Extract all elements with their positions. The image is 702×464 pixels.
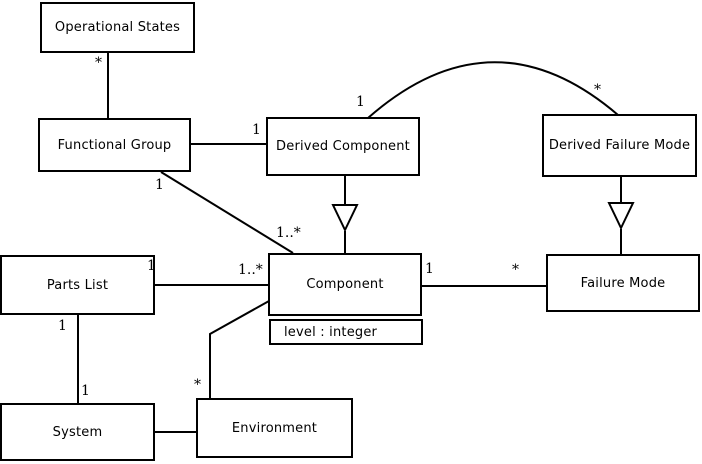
multiplicity-parts-list-end: 1 — [147, 258, 156, 274]
class-failure-mode-label: Failure Mode — [580, 275, 666, 291]
class-environment: Environment — [196, 398, 353, 458]
class-failure-mode: Failure Mode — [546, 254, 700, 312]
class-parts-list-label: Parts List — [46, 277, 109, 293]
generalization-triangle-derived-failure-mode — [607, 202, 635, 231]
class-environment-label: Environment — [231, 420, 318, 436]
class-operational-states: Operational States — [40, 2, 195, 53]
multiplicity-derived-component-arc-end: 1 — [356, 94, 365, 110]
class-functional-group: Functional Group — [38, 118, 191, 172]
class-component-attributes: level : integer — [269, 319, 423, 345]
multiplicity-component-end-from-parts-list: 1..* — [238, 262, 263, 278]
multiplicity-functional-group-derived-component: 1 — [252, 122, 261, 138]
multiplicity-component-end-to-failure-mode: 1 — [425, 261, 434, 277]
multiplicity-failure-mode-end: * — [512, 262, 519, 278]
multiplicity-parts-list-end-to-system: 1 — [58, 318, 67, 334]
class-system: System — [0, 403, 155, 461]
connector-derived-component-derived-failure-mode-arc — [367, 61, 619, 119]
class-derived-component-label: Derived Component — [276, 139, 410, 154]
connector-component-environment — [209, 300, 270, 399]
multiplicity-operational-states-end: * — [95, 55, 102, 71]
multiplicity-derived-failure-mode-arc-end: * — [594, 82, 601, 98]
multiplicity-functional-group-end: 1 — [155, 177, 164, 193]
class-component: Component — [268, 253, 422, 316]
multiplicity-component-end-from-functional-group: 1..* — [276, 225, 301, 241]
class-system-label: System — [52, 424, 103, 440]
class-derived-component: Derived Component — [266, 117, 420, 176]
class-functional-group-label: Functional Group — [57, 137, 172, 153]
class-operational-states-label: Operational States — [54, 20, 181, 35]
multiplicity-system-end: 1 — [81, 383, 90, 399]
class-derived-failure-mode: Derived Failure Mode — [542, 114, 697, 177]
class-component-attribute-level: level : integer — [284, 324, 378, 340]
class-derived-failure-mode-label: Derived Failure Mode — [548, 138, 691, 153]
connector-functional-group-component — [160, 171, 294, 254]
multiplicity-environment-end: * — [194, 377, 201, 393]
generalization-triangle-derived-component — [331, 204, 359, 233]
class-component-label: Component — [306, 277, 384, 292]
class-parts-list: Parts List — [0, 255, 155, 315]
